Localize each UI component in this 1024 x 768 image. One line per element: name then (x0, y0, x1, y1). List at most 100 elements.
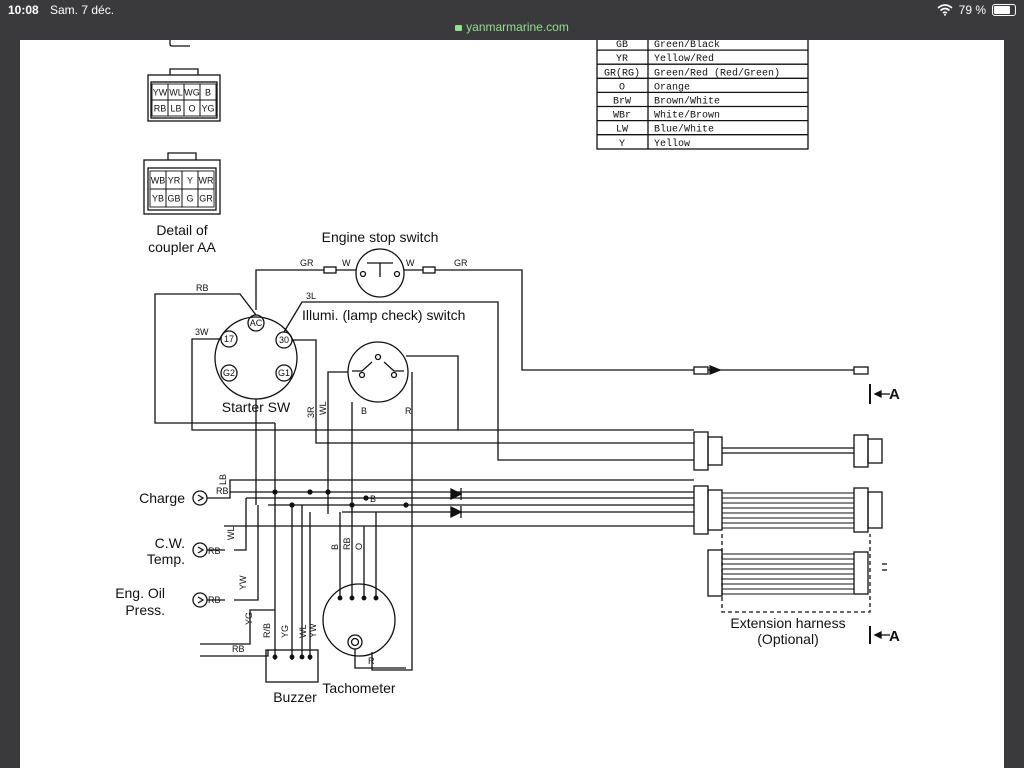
table-name-cell: Green/Black (654, 40, 720, 51)
table-code-cell: GR(RG) (604, 67, 640, 79)
table-name-cell: Green/Red (Red/Green) (654, 67, 780, 79)
wire-label-3w: 3W (195, 327, 209, 337)
wire-label-b-1: B (361, 406, 367, 416)
wire-rb-loop (154, 293, 275, 424)
wire-label-yg-2: YG (280, 625, 290, 638)
table-code-cell: YR (616, 54, 628, 65)
wire-label-r-2: R (368, 656, 375, 666)
extension-harness-bracket (721, 534, 871, 613)
coupler-aa-pin: GB (167, 194, 180, 204)
illumi-switch (347, 341, 409, 403)
table-name-cell: Orange (654, 82, 690, 93)
coupler-aa-pin: GR (199, 194, 213, 204)
wire-label-yg-1: YG (244, 612, 254, 625)
wire-label-rb-tach: RB (342, 537, 352, 550)
cw-temp-label-2: Temp. (147, 551, 185, 567)
table-code-cell: LW (616, 125, 628, 136)
charge-lamp (192, 490, 208, 506)
coupler-top-pin: LB (170, 104, 181, 114)
table-name-cell: Blue/White (654, 124, 714, 136)
coupler-partial (169, 40, 190, 47)
terminal-ac: AC (250, 318, 263, 328)
coupler-aa-pin: WR (199, 176, 214, 186)
coupler-top-pin: YW (153, 88, 168, 98)
coupler-top-pin: WL (169, 88, 183, 98)
coupler-top-pin: WG (184, 88, 200, 98)
marker-a-top: A (889, 386, 900, 403)
engine-stop-switch-label: Engine stop switch (322, 229, 439, 245)
wire-label-wl-2: WL (226, 527, 236, 541)
extension-harness-label-2: (Optional) (757, 631, 818, 647)
wire-gr-right (435, 269, 694, 371)
wire-label-w-1: W (342, 258, 351, 268)
address-bar[interactable]: yanmarmarine.com (0, 20, 1024, 34)
charge-label: Charge (139, 490, 185, 506)
wire-label-rb-buzzer: RB (232, 644, 245, 654)
cw-temp-lamp (192, 542, 208, 558)
coupler-top-pin: O (188, 104, 195, 114)
wire-label-wl-1: WL (318, 402, 328, 416)
eng-oil-label-1: Eng. Oil (115, 585, 165, 601)
coupler-top-pin: RB (154, 104, 167, 114)
terminal-g1: G1 (278, 368, 290, 378)
coupler-aa-pin: YB (152, 194, 164, 204)
coupler-aa-pin: G (186, 194, 193, 204)
table-name-cell: Yellow/Red (654, 53, 714, 65)
marker-a-bottom: A (889, 628, 900, 645)
extension-harness-label-1: Extension harness (730, 615, 845, 631)
table-name-cell: Brown/White (654, 96, 720, 108)
connector-group-2 (693, 485, 883, 535)
terminal-g2: G2 (223, 368, 235, 378)
wire-label-wl-3: WL (298, 625, 308, 639)
wire-label-r-1: R (405, 406, 412, 416)
coupler-caption-line1: Detail of (156, 222, 207, 238)
wire-label-b-3: B (330, 544, 340, 550)
wire-3r (292, 339, 694, 444)
wire-r-illumi (371, 372, 413, 671)
wire-label-b-2: B (370, 494, 376, 504)
cw-temp-label-1: C.W. (155, 535, 185, 551)
buzzer (265, 649, 319, 683)
wire-label-gr-1: GR (300, 258, 314, 268)
connector-group-3 (707, 549, 887, 597)
coupler-top-pin: YG (201, 104, 214, 114)
wire-3w (191, 338, 694, 431)
connector-right (422, 266, 436, 274)
battery-icon (992, 4, 1016, 16)
table-code-cell: GB (616, 40, 628, 51)
status-date: Sam. 7 déc. (50, 3, 115, 17)
wire-label-rb-top: RB (196, 283, 209, 293)
illumi-switch-label: Illumi. (lamp check) switch (302, 307, 465, 323)
terminal-30: 30 (279, 335, 289, 345)
eng-oil-lamp (192, 592, 208, 608)
coupler-caption-line2: coupler AA (148, 239, 216, 255)
table-code-cell: WBr (613, 111, 631, 122)
wire-illumi-loop (406, 355, 459, 430)
table-code-cell: BrW (613, 97, 631, 108)
engine-stop-switch (355, 248, 405, 298)
wifi-icon (937, 4, 953, 16)
status-bar: 10:08 Sam. 7 déc. yanmarmarine.com 79 % (0, 0, 1024, 40)
lock-icon (455, 25, 463, 31)
wire-label-w-2: W (406, 258, 415, 268)
wire-label-rslashb: R/B (262, 623, 272, 638)
tachometer-label: Tachometer (322, 680, 395, 696)
eng-oil-label-2: Press. (125, 602, 165, 618)
terminal-17: 17 (224, 334, 234, 344)
coupler-aa-pin: YR (168, 176, 181, 186)
coupler-top-pin: B (205, 88, 211, 98)
battery-percent: 79 % (958, 3, 986, 17)
address-url: yanmarmarine.com (466, 20, 569, 34)
status-time: 10:08 (8, 3, 39, 17)
status-right: 79 % (937, 3, 1016, 17)
wire-label-lb: LB (218, 474, 228, 485)
wire-label-rb-cw: RB (208, 546, 221, 556)
connector-left (323, 266, 337, 274)
connector-a (693, 366, 709, 375)
coupler-aa-pin: WB (151, 176, 166, 186)
